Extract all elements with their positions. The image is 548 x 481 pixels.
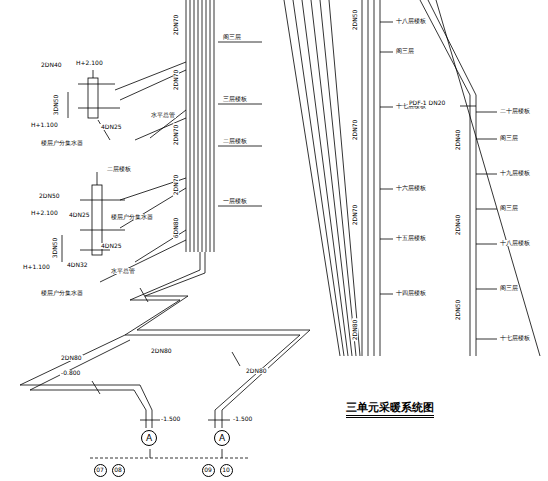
pipe-label: 楼层户分集水器 bbox=[40, 290, 84, 296]
pipe-label: 2DN80 bbox=[352, 319, 358, 342]
collector-branches bbox=[62, 62, 186, 282]
marker-text: A bbox=[146, 434, 152, 443]
slanted-pipe bbox=[311, 0, 352, 356]
pipe-label: 十六层楼板 bbox=[395, 185, 427, 191]
pipe-label: 2DN50 bbox=[455, 299, 461, 322]
riser-pipe bbox=[202, 0, 203, 252]
riser-pipe bbox=[194, 0, 195, 252]
pipe-label: H+2.100 bbox=[30, 210, 59, 216]
middle-risers bbox=[284, 0, 393, 356]
marker-text: 08 bbox=[114, 467, 122, 473]
pipe-label: 4DN25 bbox=[68, 212, 91, 218]
pipe-label: 十七层楼板 bbox=[499, 335, 531, 341]
riser-bundle bbox=[186, 0, 214, 252]
pipe-label: 十八层楼板 bbox=[499, 240, 531, 246]
pipe-label: 2DN70 bbox=[173, 14, 179, 37]
floor-lines bbox=[218, 42, 262, 206]
riser-pipe bbox=[186, 0, 187, 252]
riser-pipe bbox=[206, 0, 207, 252]
slanted-pipe bbox=[293, 0, 344, 356]
pipe-label: -1.500 bbox=[160, 416, 181, 422]
pipe-label: 3DN50 bbox=[53, 94, 59, 117]
pipe-label: 2DN40 bbox=[455, 214, 461, 237]
pipe-label: H+1.100 bbox=[22, 264, 51, 270]
pipe-label: 2DN40 bbox=[455, 129, 461, 152]
pipe-label: -1.500 bbox=[232, 416, 253, 422]
section-marker: 10 bbox=[220, 464, 233, 477]
pipe-label: 4DN25 bbox=[100, 124, 123, 130]
pipe-label: 2DN40 bbox=[40, 62, 63, 68]
pipe-label: 2DN80 bbox=[245, 368, 268, 374]
slanted-pipe bbox=[320, 0, 356, 356]
pipe-label: 楼层户分集水器 bbox=[110, 214, 154, 220]
pipe-label: 十五层楼板 bbox=[395, 235, 427, 241]
pipe-label: 2DN70 bbox=[173, 69, 179, 92]
pipe-label: 4DN32 bbox=[66, 262, 89, 268]
marker-text: 07 bbox=[96, 467, 104, 473]
pipe-label: 阁三层 bbox=[499, 285, 519, 291]
pipe-label: 阁三层 bbox=[222, 34, 242, 40]
pipe-label: PDF-1 DN20 bbox=[408, 100, 446, 106]
pipe-label: 二层楼板 bbox=[106, 166, 132, 172]
pipe-label: 4DN25 bbox=[100, 243, 123, 249]
pipe-label: H+1.100 bbox=[30, 122, 59, 128]
pipe-label: 2DN70 bbox=[352, 204, 358, 227]
right-riser bbox=[420, 0, 540, 356]
pipe-label: 2DN70 bbox=[173, 174, 179, 197]
pipe-label: 十四层楼板 bbox=[395, 290, 427, 296]
pipe-label: 3DN50 bbox=[52, 237, 58, 260]
pipe-label: 2DN80 bbox=[150, 348, 173, 354]
pipe-label: 6DN80 bbox=[173, 217, 179, 240]
riser-pipe bbox=[198, 0, 199, 252]
section-marker: A bbox=[214, 430, 230, 446]
pipe-label: 水平总管 bbox=[150, 112, 176, 118]
pipe-label: 二十层楼板 bbox=[499, 108, 531, 114]
main-pipes bbox=[20, 252, 310, 458]
pipe-label: 二层楼板 bbox=[222, 138, 248, 144]
pipe-label: H+2.100 bbox=[75, 60, 104, 66]
pipe-label: 十九层楼板 bbox=[499, 170, 531, 176]
pipe-label: 2DN50 bbox=[352, 9, 358, 32]
pipe-label: 2DN70 bbox=[352, 119, 358, 142]
pipe-label: 2DN70 bbox=[173, 124, 179, 147]
marker-text: 09 bbox=[204, 467, 212, 473]
section-marker: 08 bbox=[112, 464, 125, 477]
section-marker: A bbox=[141, 430, 157, 446]
pipe-label: 2DN80 bbox=[60, 355, 83, 361]
section-marker: 07 bbox=[94, 464, 107, 477]
pipe-label: 楼层户分集水器 bbox=[40, 140, 84, 146]
slanted-pipe bbox=[329, 0, 360, 356]
marker-text: A bbox=[219, 434, 225, 443]
pipe-label: 三层楼板 bbox=[222, 96, 248, 102]
pipe-label: 十八层楼板 bbox=[395, 18, 427, 24]
section-marker: 09 bbox=[202, 464, 215, 477]
pipe-label: 阁三层 bbox=[499, 135, 519, 141]
riser-pipe bbox=[190, 0, 191, 252]
pipe-label: 2DN50 bbox=[38, 193, 61, 199]
pipe-label: -0.800 bbox=[60, 370, 81, 376]
riser-pipe bbox=[214, 0, 215, 252]
drawing-title: 三单元采暖系统图 bbox=[346, 402, 434, 418]
pipe-label: 阁三层 bbox=[499, 205, 519, 211]
pipe-label: 一层楼板 bbox=[222, 198, 248, 204]
pipe-label: 水平总管 bbox=[110, 268, 136, 274]
riser-pipe bbox=[210, 0, 211, 252]
pipe-label: 阁三层 bbox=[395, 48, 415, 54]
marker-text: 10 bbox=[222, 467, 230, 473]
